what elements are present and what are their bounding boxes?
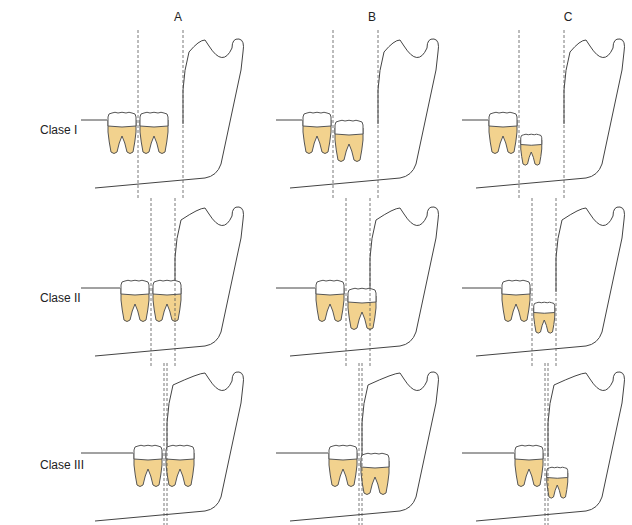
tooth-crown — [521, 134, 542, 145]
molar-tooth — [515, 445, 543, 486]
molar-tooth — [348, 288, 376, 329]
molar-tooth — [521, 134, 542, 165]
occlusal-line — [276, 453, 328, 454]
reference-line — [532, 198, 533, 366]
tooth-crown — [121, 280, 149, 295]
molar-tooth — [547, 467, 568, 498]
reference-line — [545, 363, 546, 525]
pell-gregory-cell — [462, 363, 625, 525]
reference-line — [564, 30, 565, 198]
column-header: B — [368, 10, 376, 24]
reference-line — [164, 363, 165, 525]
molar-tooth — [489, 112, 517, 153]
occlusal-line — [276, 120, 302, 121]
molar-tooth — [329, 445, 357, 486]
tooth-crown — [316, 280, 344, 295]
reference-line — [151, 198, 152, 366]
occlusal-line — [462, 453, 514, 454]
occlusal-line — [276, 288, 315, 289]
pell-gregory-cell — [81, 30, 244, 198]
tooth-crown — [335, 120, 363, 135]
reference-line — [378, 30, 379, 198]
pell-gregory-cell — [462, 30, 625, 198]
reference-line — [183, 30, 184, 198]
occlusal-line — [81, 453, 133, 454]
reference-line — [175, 198, 176, 366]
reference-line — [519, 30, 520, 198]
reference-line — [346, 198, 347, 366]
row-label: Clase II — [40, 291, 81, 305]
tooth-crown — [348, 288, 376, 303]
tooth-crown — [108, 112, 136, 127]
tooth-crown — [153, 280, 181, 295]
reference-line — [333, 30, 334, 198]
molar-tooth — [335, 120, 363, 161]
mandible-outline — [290, 39, 439, 188]
tooth-crown — [140, 112, 168, 127]
pell-gregory-cell — [462, 198, 625, 366]
reference-line — [359, 363, 360, 525]
pell-gregory-cell — [276, 30, 439, 198]
mandible-outline — [476, 39, 625, 188]
molar-tooth — [361, 453, 389, 494]
molar-tooth — [316, 280, 344, 321]
mandible-outline — [290, 372, 439, 521]
occlusal-line — [81, 120, 107, 121]
reference-line — [167, 363, 168, 525]
pell-gregory-cell — [81, 363, 244, 525]
molar-tooth — [140, 112, 168, 153]
tooth-crown — [515, 445, 543, 460]
mandible-outline — [476, 207, 625, 356]
tooth-crown — [547, 467, 568, 478]
tooth-crown — [303, 112, 331, 127]
tooth-crown — [489, 112, 517, 127]
mandible-outline — [95, 372, 244, 521]
occlusal-line — [462, 120, 488, 121]
mandible-outline — [95, 207, 244, 356]
pell-gregory-cell — [276, 198, 439, 366]
tooth-crown — [361, 453, 389, 468]
molar-tooth — [303, 112, 331, 153]
molar-tooth — [153, 280, 181, 321]
row-label: Clase III — [40, 458, 84, 472]
reference-line — [556, 198, 557, 366]
molar-tooth — [534, 302, 555, 333]
reference-line — [548, 363, 549, 525]
column-header: A — [174, 10, 182, 24]
mandible-outline — [290, 207, 439, 356]
tooth-crown — [166, 445, 194, 460]
occlusal-line — [462, 288, 501, 289]
mandible-outline — [476, 372, 625, 521]
tooth-crown — [134, 445, 162, 460]
reference-line — [362, 363, 363, 525]
molar-tooth — [108, 112, 136, 153]
mandible-outline — [95, 39, 244, 188]
row-label: Clase I — [40, 123, 77, 137]
pell-gregory-cell — [276, 363, 439, 525]
column-header: C — [564, 10, 573, 24]
tooth-crown — [534, 302, 555, 313]
molar-tooth — [166, 445, 194, 486]
pell-gregory-cell — [81, 198, 244, 366]
tooth-crown — [329, 445, 357, 460]
reference-line — [370, 198, 371, 366]
molar-tooth — [121, 280, 149, 321]
reference-line — [138, 30, 139, 198]
occlusal-line — [81, 288, 120, 289]
molar-tooth — [502, 280, 530, 321]
molar-tooth — [134, 445, 162, 486]
tooth-crown — [502, 280, 530, 295]
